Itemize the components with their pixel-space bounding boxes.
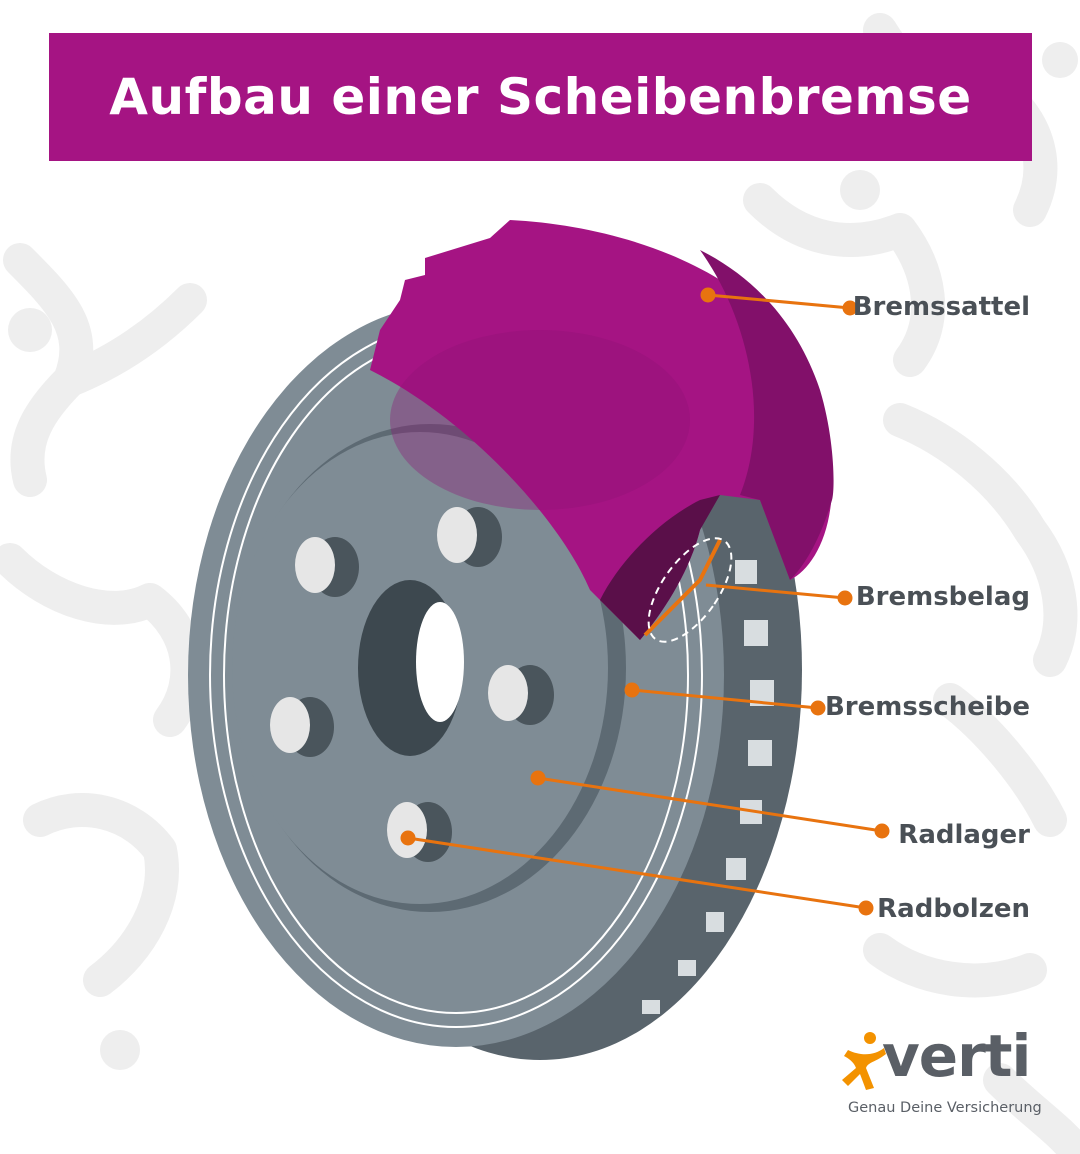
label-bremsscheibe: Bremsscheibe — [824, 692, 1030, 722]
leader-lines — [400, 287, 890, 916]
logo-wordmark: verti — [882, 1022, 1031, 1090]
label-radlager: Radlager — [898, 820, 1030, 850]
page-title: Aufbau einer Scheibenbremse — [109, 68, 972, 126]
brake-caliper — [370, 220, 834, 640]
verti-figure-icon — [842, 1032, 886, 1090]
brake-pad — [643, 537, 733, 643]
verti-logo: verti Genau Deine Versicherung — [840, 1022, 1042, 1120]
logo-tagline: Genau Deine Versicherung — [848, 1100, 1042, 1116]
wheel-bolts — [270, 507, 554, 862]
title-bar: Aufbau einer Scheibenbremse — [49, 33, 1032, 161]
label-bremsbelag: Bremsbelag — [855, 582, 1030, 612]
label-bremssattel: Bremssattel — [852, 292, 1030, 322]
label-radbolzen: Radbolzen — [877, 894, 1030, 924]
